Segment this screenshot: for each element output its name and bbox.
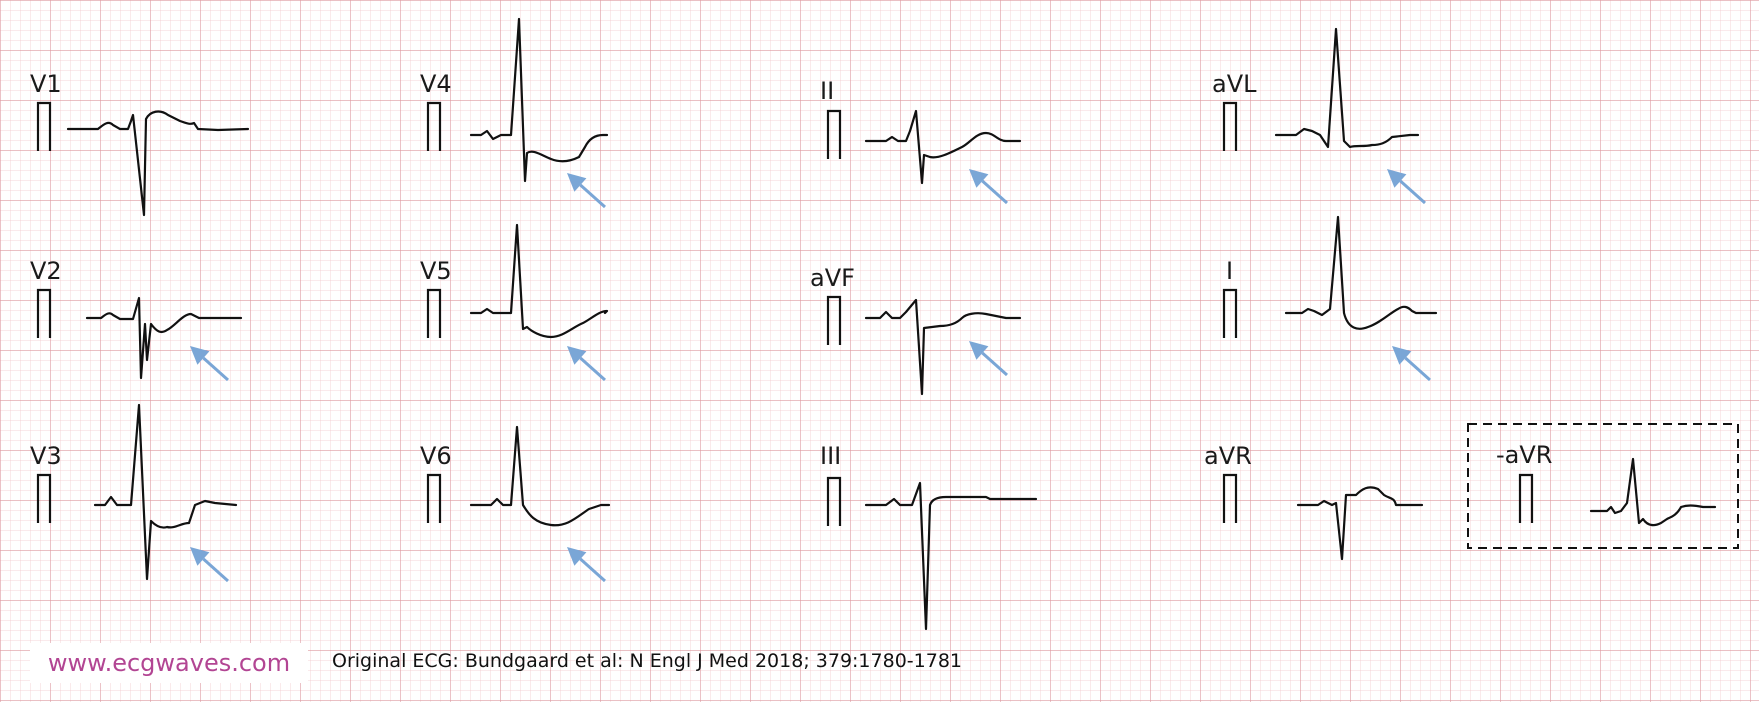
calibration-pulse <box>426 101 442 151</box>
lead-label: -aVR <box>1496 441 1552 469</box>
lead-label: II <box>820 77 834 105</box>
lead-v2: V2 <box>30 257 243 382</box>
calibration-pulse <box>36 101 52 151</box>
lead-avf: aVF <box>810 264 1022 396</box>
st-depression-arrow <box>190 547 230 583</box>
st-depression-arrow <box>567 346 607 382</box>
lead-label: V1 <box>30 70 62 98</box>
calibration-pulse <box>826 476 842 526</box>
ecg-trace <box>66 110 250 217</box>
ecg-trace <box>864 481 1038 631</box>
lead-v4: V4 <box>420 17 609 209</box>
calibration-pulse <box>1518 473 1534 523</box>
lead-v1: V1 <box>30 70 250 217</box>
lead-avr: aVR <box>1204 442 1424 561</box>
lead-label: aVF <box>810 264 855 292</box>
st-depression-arrow <box>969 169 1009 205</box>
ecg-trace <box>85 296 243 380</box>
lead-label: I <box>1226 257 1233 285</box>
st-depression-arrow <box>567 547 607 583</box>
lead-i: I <box>1222 215 1438 382</box>
lead-label: V3 <box>30 442 62 470</box>
brand-link[interactable]: www.ecgwaves.com <box>30 643 308 683</box>
calibration-pulse <box>1222 101 1238 151</box>
source-citation: Original ECG: Bundgaard et al: N Engl J … <box>332 650 962 672</box>
lead-v5: V5 <box>420 223 609 382</box>
lead-label: III <box>820 442 841 470</box>
ecg-trace <box>1274 27 1420 149</box>
ecg-trace <box>864 298 1022 396</box>
lead-label: V2 <box>30 257 62 285</box>
calibration-pulse <box>1222 288 1238 338</box>
st-depression-arrow <box>969 341 1009 377</box>
calibration-pulse <box>426 473 442 523</box>
lead-label: aVR <box>1204 442 1252 470</box>
st-depression-arrow <box>190 346 230 382</box>
ecg-trace <box>864 109 1022 185</box>
lead-neg-avr: -aVR <box>1496 441 1717 527</box>
calibration-pulse <box>1222 473 1238 523</box>
ecg-trace <box>469 425 611 527</box>
calibration-pulse <box>36 288 52 338</box>
calibration-pulse <box>826 109 842 159</box>
lead-v3: V3 <box>30 403 238 583</box>
ecg-trace <box>1296 486 1424 561</box>
neg-avr-highlight-box <box>1467 423 1739 549</box>
lead-label: aVL <box>1212 70 1257 98</box>
lead-v6: V6 <box>420 425 611 583</box>
ecg-trace <box>469 223 609 339</box>
ecg-trace <box>1284 215 1438 330</box>
st-depression-arrow <box>567 173 607 209</box>
st-depression-arrow <box>1392 346 1432 382</box>
ecg-trace <box>1589 457 1717 527</box>
calibration-pulse <box>826 295 842 345</box>
lead-ii: II <box>820 77 1022 205</box>
lead-label: V5 <box>420 257 452 285</box>
calibration-pulse <box>426 288 442 338</box>
st-depression-arrow <box>1387 169 1427 205</box>
ecg-trace <box>93 403 238 581</box>
lead-label: V4 <box>420 70 452 98</box>
lead-label: V6 <box>420 442 452 470</box>
calibration-pulse <box>36 473 52 523</box>
lead-avl: aVL <box>1212 27 1427 205</box>
lead-iii: III <box>820 442 1038 631</box>
ecg-trace <box>469 17 609 183</box>
